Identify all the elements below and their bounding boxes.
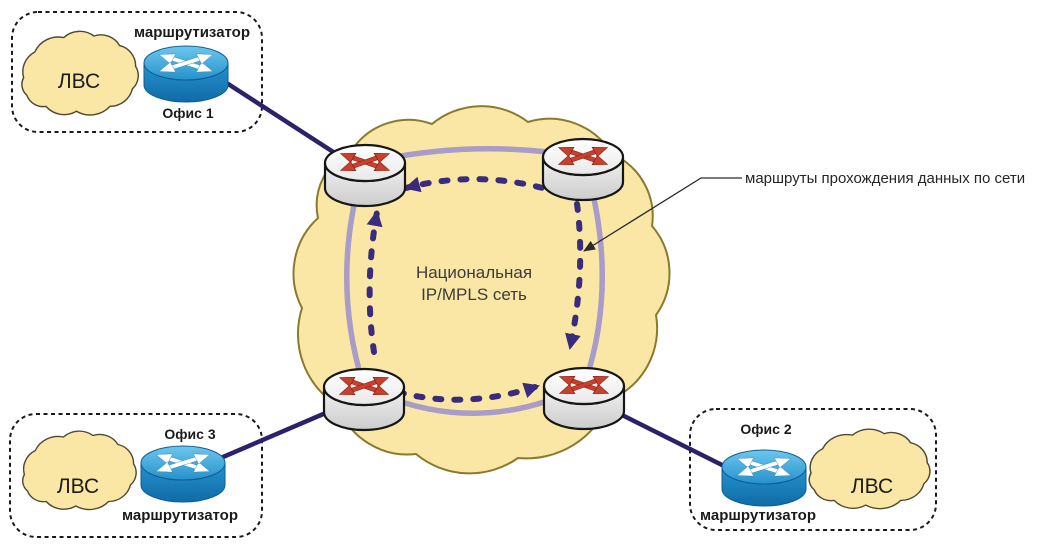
central-cloud-label-line2: IP/MPLS сеть xyxy=(421,285,527,304)
office3-group: ЛВС Офис 3 маршрутизатор xyxy=(9,413,263,538)
core-router-top-left-icon xyxy=(325,145,405,206)
office1-router-label: маршрутизатор xyxy=(134,24,250,41)
core-router-bottom-right-icon xyxy=(544,368,624,429)
data-route-top-arc xyxy=(403,176,563,196)
office3-router-icon xyxy=(141,446,225,502)
office1-router-icon xyxy=(144,46,228,102)
office1-name: Офис 1 xyxy=(162,105,213,121)
office1-lan-label: ЛВС xyxy=(58,70,100,93)
core-router-top-right-icon xyxy=(543,139,623,200)
central-cloud-label-line1: Национальная xyxy=(416,263,532,282)
office3-name: Офис 3 xyxy=(164,426,215,442)
office2-name: Офис 2 xyxy=(740,421,791,437)
office1-group: ЛВС маршрутизатор Офис 1 xyxy=(11,11,263,133)
office3-lan-label: ЛВС xyxy=(57,475,99,498)
annotation-leader-line xyxy=(583,177,742,252)
office2-router-label: маршрутизатор xyxy=(700,507,816,524)
route-annotation-label: маршруты прохождения данных по сети xyxy=(745,170,1025,187)
office3-router-label: маршрутизатор xyxy=(122,507,238,524)
office2-lan-label: ЛВС xyxy=(851,475,893,498)
core-router-bottom-left-icon xyxy=(324,369,404,430)
office2-router-icon xyxy=(722,450,806,506)
